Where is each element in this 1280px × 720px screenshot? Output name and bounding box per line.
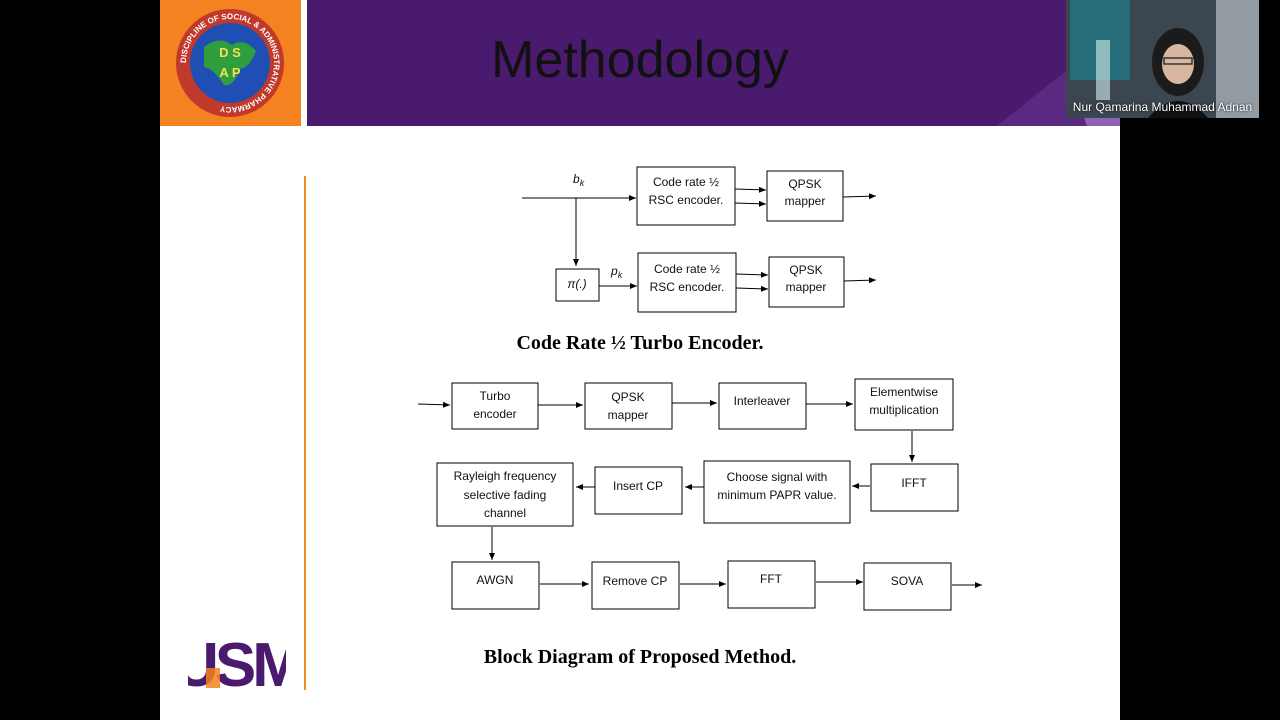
svg-text:Rayleigh frequency: Rayleigh frequency <box>454 469 557 483</box>
svg-text:Choose signal with: Choose signal with <box>727 470 828 484</box>
remove-cp-block: Remove CP <box>591 561 680 610</box>
svg-text:encoder: encoder <box>473 407 516 421</box>
accent-divider <box>304 176 306 690</box>
choose-min-papr-block: Choose signal with minimum PAPR value. <box>703 460 851 524</box>
svg-text:selective fading: selective fading <box>464 488 547 502</box>
svg-text:SOVA: SOVA <box>891 574 923 588</box>
svg-text:IFFT: IFFT <box>901 476 927 490</box>
svg-text:π(.): π(.) <box>567 277 586 291</box>
turbo-encoder-block: Turbo encoder <box>451 382 539 430</box>
svg-text:Interleaver: Interleaver <box>734 394 791 408</box>
participant-video-tile[interactable]: Nur Qamarina Muhammad Adnan <box>1066 0 1259 118</box>
elementwise-multiplication-block: Elementwise multiplication <box>854 378 954 431</box>
svg-text:Elementwise: Elementwise <box>870 385 938 399</box>
block-diagrams: Code rate ½ RSC encoder. QPSK mapper π(.… <box>417 166 982 611</box>
rsc-encoder-1: Code rate ½ RSC encoder. <box>636 166 736 226</box>
interleaver-pi: π(.) <box>555 268 600 302</box>
interleaver-block: Interleaver <box>718 382 807 430</box>
svg-text:minimum PAPR value.: minimum PAPR value. <box>717 488 836 502</box>
svg-text:RSC encoder.: RSC encoder. <box>650 280 725 294</box>
qpsk-mapper-1: QPSK mapper <box>766 170 844 222</box>
participant-name: Nur Qamarina Muhammad Adnan <box>1072 100 1253 114</box>
svg-text:QPSK: QPSK <box>788 177 821 191</box>
svg-text:mapper: mapper <box>785 194 826 208</box>
usm-logo: USM <box>188 631 286 692</box>
logo-initials-bottom: A P <box>219 65 241 80</box>
dsap-logo: D S A P DISCIPLINE OF SOCIAL & ADMINISTR… <box>160 0 301 126</box>
sova-block: SOVA <box>863 562 952 611</box>
svg-text:Turbo: Turbo <box>480 389 511 403</box>
svg-text:channel: channel <box>484 506 526 520</box>
insert-cp-block: Insert CP <box>594 466 683 515</box>
slide-title: Methodology <box>491 31 789 89</box>
turbo-encoder-caption: Code Rate ½ Turbo Encoder. <box>516 332 764 354</box>
participant-video-feed <box>1066 0 1259 118</box>
svg-text:USM: USM <box>188 631 286 692</box>
svg-text:QPSK: QPSK <box>789 263 822 277</box>
svg-text:Insert CP: Insert CP <box>613 479 663 493</box>
svg-text:FFT: FFT <box>760 572 783 586</box>
svg-text:AWGN: AWGN <box>477 573 514 587</box>
parity-label-pk: pk <box>610 264 623 280</box>
svg-text:multiplication: multiplication <box>869 403 938 417</box>
block-diagram-caption: Block Diagram of Proposed Method. <box>483 646 797 668</box>
svg-text:Remove CP: Remove CP <box>603 574 668 588</box>
svg-text:mapper: mapper <box>608 408 649 422</box>
svg-text:Code rate ½: Code rate ½ <box>653 175 719 189</box>
rayleigh-channel-block: Rayleigh frequency selective fading chan… <box>436 462 574 527</box>
svg-text:mapper: mapper <box>786 280 827 294</box>
input-label-bk: bk <box>573 172 585 188</box>
svg-text:RSC encoder.: RSC encoder. <box>649 193 724 207</box>
ifft-block: IFFT <box>870 463 959 512</box>
awgn-block: AWGN <box>451 561 540 610</box>
qpsk-mapper-2: QPSK mapper <box>768 256 845 308</box>
header-separator <box>301 0 307 126</box>
qpsk-mapper-block: QPSK mapper <box>584 382 673 430</box>
presentation-slide: D S A P DISCIPLINE OF SOCIAL & ADMINISTR… <box>160 0 1120 720</box>
svg-text:Code rate ½: Code rate ½ <box>654 262 720 276</box>
rsc-encoder-2: Code rate ½ RSC encoder. <box>637 252 737 313</box>
fft-block: FFT <box>727 560 816 609</box>
logo-initials-top: D S <box>219 45 241 60</box>
svg-text:QPSK: QPSK <box>611 390 644 404</box>
